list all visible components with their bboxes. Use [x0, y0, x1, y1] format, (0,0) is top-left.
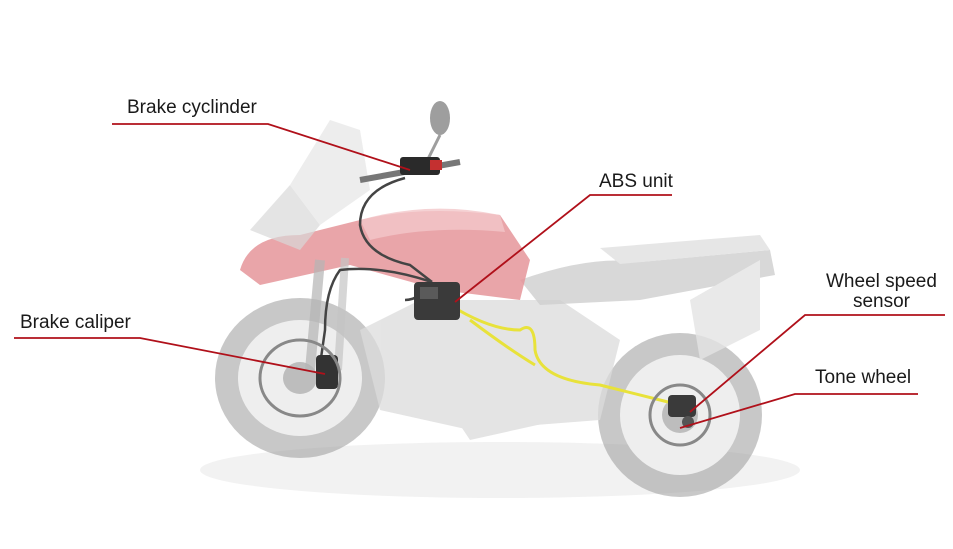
leader-brake-caliper — [14, 337, 326, 375]
leader-abs-unit — [454, 194, 672, 303]
brake-cylinder-label: Brake cyclinder — [127, 97, 257, 118]
abs-unit-label: ABS unit — [599, 171, 673, 192]
wheel-speed-sensor-label: Wheel speed sensor — [826, 272, 937, 312]
wheel-speed-sensor-label-line1: Wheel speed — [826, 271, 937, 292]
brake-caliper-label: Brake caliper — [20, 312, 131, 333]
handlebar — [359, 157, 461, 183]
front-caliper-part — [258, 338, 342, 418]
yellow-brake-lines — [449, 303, 669, 404]
mirror — [423, 101, 450, 166]
leader-brake-cylinder — [112, 123, 411, 171]
front-wheel — [215, 298, 385, 458]
abs-unit-part — [414, 282, 460, 320]
leader-wheel-speed-sensor — [689, 314, 945, 413]
rear-brake-assembly — [648, 383, 712, 447]
tone-wheel-label: Tone wheel — [815, 367, 912, 388]
leader-tone-wheel — [679, 393, 918, 429]
chassis — [360, 300, 620, 440]
leader-lines — [14, 123, 945, 429]
windscreen — [250, 120, 370, 250]
front-fork — [305, 257, 349, 371]
wheel-speed-sensor-label-line2: sensor — [852, 291, 910, 312]
seat — [520, 235, 775, 360]
